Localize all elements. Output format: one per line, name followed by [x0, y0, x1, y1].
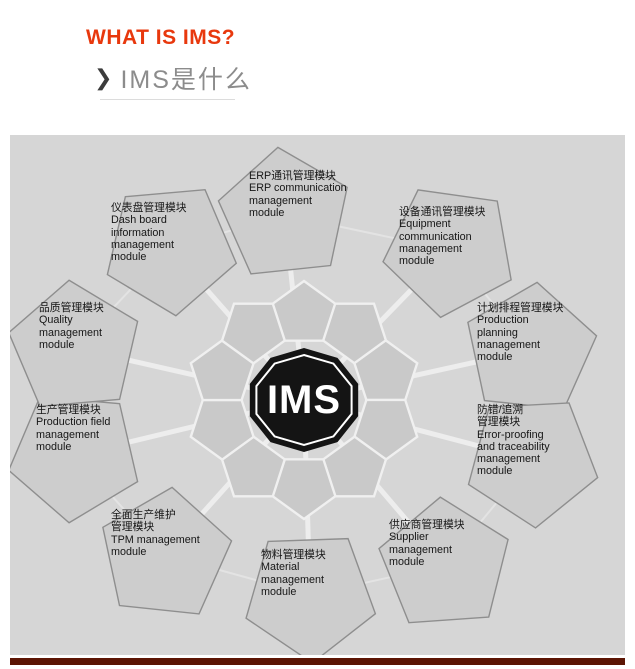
module-error-proofing-zh: 防错/追溯 管理模块 — [477, 404, 524, 429]
chevron-right-icon: ❯ — [94, 65, 113, 90]
center-hub — [249, 348, 359, 452]
hub-decagon — [249, 348, 359, 452]
module-material-zh: 物料管理模块 — [261, 549, 326, 561]
module-quality-zh: 品质管理模块 — [39, 302, 104, 314]
hub-inner-ring — [255, 353, 353, 447]
module-tpm-en: TPM management module — [111, 533, 200, 558]
module-dashboard-zh: 仪表盘管理模块 — [111, 202, 187, 214]
subtitle: ❯ IMS是什么 — [94, 60, 252, 96]
module-error-proofing-en: Error-proofing and traceability manageme… — [477, 428, 550, 478]
module-erp-zh: ERP通讯管理模块 — [249, 170, 336, 182]
diagram-graphic — [10, 135, 625, 655]
module-material-en: Material management module — [261, 561, 325, 598]
module-planning-en: Production planning management module — [477, 314, 541, 364]
module-equipment-zh: 设备通讯管理模块 — [399, 206, 486, 218]
ims-module-diagram — [10, 135, 625, 655]
module-dashboard-en: Dash board information management module — [111, 214, 175, 264]
module-erp: ERP通讯管理模块 ERP communication management m… — [249, 170, 355, 219]
center-label: IMS — [266, 377, 342, 422]
module-material: 物料管理模块 Material management module — [261, 549, 367, 598]
module-production-en: Production field management module — [36, 416, 111, 453]
module-supplier: 供应商管理模块 Supplier management module — [389, 519, 495, 568]
module-planning: 计划排程管理模块 Production planning management … — [477, 302, 583, 363]
subtitle-underline — [100, 99, 235, 100]
module-error-proofing: 防错/追溯 管理模块 Error-proofing and traceabili… — [477, 404, 583, 478]
page-title: WHAT IS IMS? — [86, 26, 236, 49]
bottom-accent-bar — [10, 658, 625, 665]
module-erp-en: ERP communication management module — [249, 182, 347, 219]
module-equipment-en: Equipment communication management modul… — [399, 218, 472, 268]
module-tpm: 全面生产维护 管理模块 TPM management module — [111, 509, 217, 558]
module-quality: 品质管理模块 Quality management module — [39, 302, 145, 351]
module-dashboard: 仪表盘管理模块 Dash board information managemen… — [111, 202, 217, 263]
module-production-zh: 生产管理模块 — [36, 404, 101, 416]
module-supplier-en: Supplier management module — [389, 531, 453, 568]
module-quality-en: Quality management module — [39, 314, 103, 351]
module-production: 生产管理模块 Production field management modul… — [36, 404, 142, 453]
module-equipment: 设备通讯管理模块 Equipment communication managem… — [399, 206, 505, 267]
module-supplier-zh: 供应商管理模块 — [389, 519, 465, 531]
subtitle-text: IMS是什么 — [120, 66, 252, 94]
module-planning-zh: 计划排程管理模块 — [477, 302, 564, 314]
module-tpm-zh: 全面生产维护 管理模块 — [111, 509, 176, 534]
